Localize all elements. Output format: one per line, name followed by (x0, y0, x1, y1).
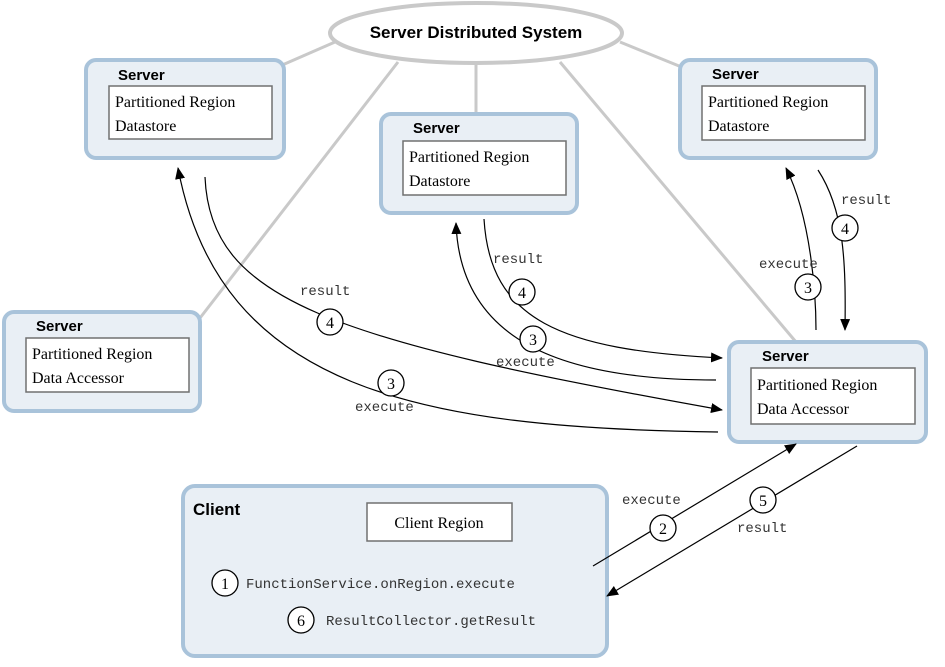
step-number: 4 (326, 315, 334, 332)
call-result-text: ResultCollector.getResult (326, 614, 536, 630)
client-region-box (366, 502, 513, 542)
server-heading: Server (762, 348, 809, 365)
server-heading: Server (118, 67, 165, 84)
step-4-ds-right: 4 (831, 214, 859, 242)
server-datastore-right: Server Partitioned Region Datastore (678, 58, 878, 160)
server-heading: Server (36, 318, 83, 335)
client-heading: Client (193, 500, 241, 519)
server-heading: Server (712, 66, 759, 83)
step-4-ds-center: 4 (508, 278, 536, 306)
connector-ds-right (619, 40, 685, 70)
distributed-system-ellipse (328, 1, 624, 65)
arrow-execute-to-ds-right (785, 167, 817, 331)
step-1-client: 1 (211, 569, 239, 597)
label-execute-ds-center: execute (496, 355, 555, 371)
connector-accessor-right (558, 61, 798, 343)
client-region-label: Client Region (394, 515, 483, 532)
step-number: 3 (804, 280, 812, 297)
region-label-line1: Partitioned Region (757, 377, 877, 394)
flow-arrows (175, 167, 858, 597)
region-box (402, 140, 567, 196)
client-box: Client Client Region FunctionService.onR… (181, 484, 609, 658)
region-box (750, 367, 916, 425)
label-result-client: result (737, 521, 787, 537)
arrow-execute-to-ds-center (451, 222, 717, 381)
step-2-client: 2 (649, 514, 677, 542)
step-3-ds-right: 3 (794, 273, 822, 301)
label-result-ds-right: result (841, 193, 891, 209)
label-result-ds-center: result (493, 252, 543, 268)
step-3-ds-center: 3 (519, 325, 547, 353)
step-markers: 4 3 4 3 4 3 2 5 (211, 214, 859, 634)
arrow-result-from-ds-left (204, 176, 723, 413)
step-number: 4 (518, 285, 526, 302)
arrow-execute-to-ds-left (175, 167, 719, 433)
server-accessor-left: Server Partitioned Region Data Accessor (2, 310, 202, 413)
step-number: 5 (759, 493, 767, 510)
server-datastore-left: Server Partitioned Region Datastore (84, 58, 286, 160)
arrow-result-from-ds-center (483, 218, 723, 363)
step-number: 1 (221, 576, 229, 593)
distributed-system: Server Distributed System (328, 1, 624, 65)
system-connectors (198, 40, 798, 343)
step-5-client: 5 (749, 486, 777, 514)
distributed-system-title: Server Distributed System (370, 23, 583, 42)
region-box (701, 85, 866, 141)
region-box (108, 85, 273, 140)
region-label-line1: Partitioned Region (32, 346, 152, 363)
arrow-labels: result execute result execute result exe… (300, 193, 891, 537)
step-4-ds-left: 4 (316, 308, 344, 336)
step-number: 2 (659, 521, 667, 538)
region-label-line2: Datastore (708, 118, 769, 135)
region-label-line2: Datastore (409, 173, 470, 190)
label-result-ds-left: result (300, 284, 350, 300)
step-6-client: 6 (287, 606, 315, 634)
region-label-line1: Partitioned Region (409, 149, 529, 166)
arrow-client-result (606, 445, 858, 597)
step-number: 3 (387, 376, 395, 393)
label-execute-client: execute (622, 493, 681, 509)
region-label-line2: Data Accessor (32, 370, 125, 387)
step-3-ds-left: 3 (377, 369, 405, 397)
label-execute-ds-right: execute (759, 257, 818, 273)
server-heading: Server (413, 120, 460, 137)
label-execute-ds-left: execute (355, 400, 414, 416)
step-number: 3 (529, 332, 537, 349)
arrow-client-execute (592, 443, 797, 567)
server-accessor-right: Server Partitioned Region Data Accessor (727, 340, 928, 444)
region-label-line2: Data Accessor (757, 401, 850, 418)
connector-ds-left (279, 40, 336, 68)
step-number: 6 (297, 613, 305, 630)
call-execute-text: FunctionService.onRegion.execute (246, 577, 515, 593)
region-box (25, 337, 190, 393)
region-label-line2: Datastore (115, 118, 176, 135)
step-number: 4 (841, 221, 849, 238)
connector-accessor-left (198, 61, 400, 319)
region-label-line1: Partitioned Region (708, 94, 828, 111)
region-label-line1: Partitioned Region (115, 94, 235, 111)
server-datastore-center: Server Partitioned Region Datastore (379, 112, 579, 215)
